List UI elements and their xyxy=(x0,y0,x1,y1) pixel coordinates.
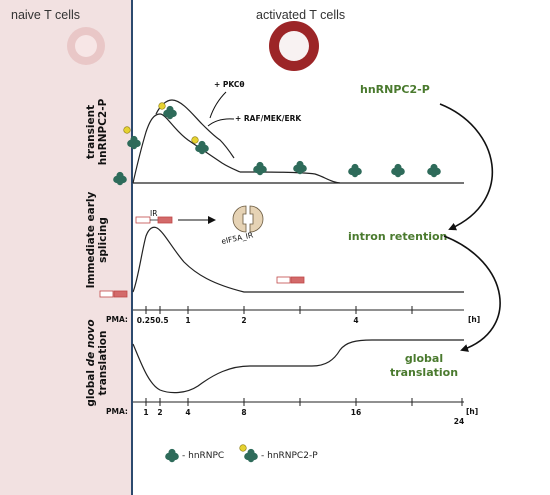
ir-transcript-early xyxy=(135,216,173,224)
transient-curve-secondary xyxy=(155,99,235,159)
arrow-to-intron-retention xyxy=(439,103,494,231)
naive-band xyxy=(0,0,132,495)
hnrnpc2p-icon xyxy=(123,126,141,150)
translation-curve xyxy=(132,339,464,394)
ir-label: IR xyxy=(150,209,157,218)
right-label-translation: translation xyxy=(390,366,458,379)
activated-cell-icon xyxy=(269,21,319,71)
legend-hnrnpc-icon xyxy=(165,448,179,463)
kinase-pkc-label: + PKCθ xyxy=(214,80,245,89)
axis1-prefix: PMA: xyxy=(106,315,128,324)
naive-label: naive T cells xyxy=(11,8,80,22)
panel-transient-label-2: hnRNPC2-P xyxy=(97,98,109,165)
axis1-unit: [h] xyxy=(468,315,480,324)
panel-splicing-label-2: splicing xyxy=(97,217,109,263)
eif5a-label: eIF5A_IR xyxy=(221,230,254,246)
transient-curve-primary xyxy=(132,113,241,184)
axis2-ticks xyxy=(145,398,463,406)
hnrnpc-icon xyxy=(427,163,441,178)
ir-transcript-late xyxy=(276,276,305,284)
splicing-curve xyxy=(132,226,464,293)
hnrnpc2p-icon xyxy=(158,102,177,120)
hnrnpc-icon xyxy=(253,161,267,176)
eif5a-protein-icon xyxy=(232,205,264,233)
hnrnpc-icon xyxy=(348,163,362,178)
hnrnpc-icon xyxy=(391,163,405,178)
transient-curve-tail xyxy=(239,171,341,184)
axis1-tick-0: 0.25 xyxy=(137,316,156,325)
kinase-pkc-arrow xyxy=(209,91,227,119)
panel-splicing-label-1: Immediate early xyxy=(85,191,97,288)
axis1-tick-3: 2 xyxy=(241,316,246,325)
right-label-hnrnpc2p: hnRNPC2-P xyxy=(360,83,430,96)
axis1-ticks xyxy=(145,306,413,314)
panel-translation-label-1: global de novo xyxy=(85,319,97,406)
translation-label-italic: de novo xyxy=(85,319,97,366)
axis2-tick-2: 4 xyxy=(185,408,190,417)
axis2-unit: [h] xyxy=(466,407,478,416)
activated-label: activated T cells xyxy=(256,8,345,22)
translation-label-prefix: global xyxy=(85,370,97,407)
axis1-tick-2: 1 xyxy=(185,316,190,325)
axis2-prefix: PMA: xyxy=(106,407,128,416)
right-label-global: global xyxy=(405,352,443,365)
legend-hnrnpc2p-icon xyxy=(239,444,258,463)
panel-transient-label-1: transient xyxy=(85,105,97,159)
naive-cell-icon xyxy=(67,27,105,65)
right-label-intron-retention: intron retention xyxy=(348,230,447,243)
axis1-tick-4: 4 xyxy=(353,316,358,325)
axis2-tick-5: 24 xyxy=(454,417,464,426)
kinase-raf-label: + RAF/MEK/ERK xyxy=(235,114,302,123)
hnrnpc2p-icon xyxy=(191,136,209,155)
legend-hnrnpc-label: - hnRNPC xyxy=(182,451,224,461)
hnrnpc-icons xyxy=(113,160,441,186)
kinase-raf-arrow xyxy=(207,118,235,127)
legend-hnrnpc2p-label: - hnRNPC2-P xyxy=(261,451,318,461)
axis2-tick-1: 2 xyxy=(157,408,162,417)
axis1-tick-1: 0.5 xyxy=(155,316,168,325)
panel-translation-label-2: translation xyxy=(97,331,109,396)
axis2-tick-0: 1 xyxy=(143,408,148,417)
axis2-tick-4: 16 xyxy=(351,408,361,417)
arrow-to-global-translation xyxy=(443,235,501,352)
ir-transcript-naive xyxy=(99,290,128,298)
axis2-tick-3: 8 xyxy=(241,408,246,417)
